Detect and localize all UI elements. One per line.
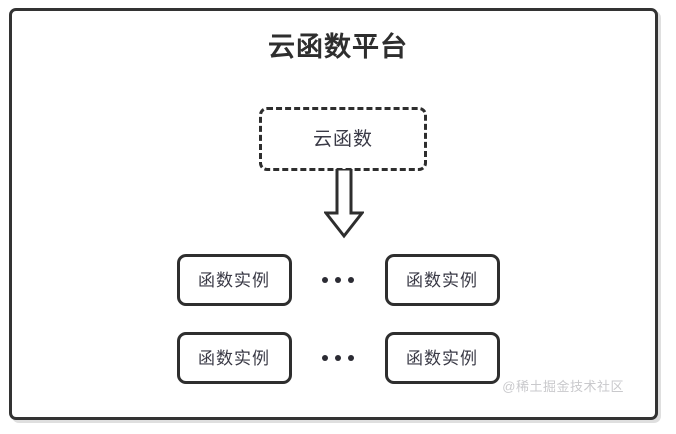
- function-instance-box[interactable]: 函数实例: [176, 254, 292, 306]
- function-instance-label: 函数实例: [198, 270, 270, 290]
- ellipsis-icon: [292, 254, 385, 306]
- ellipsis-dot: [348, 277, 354, 283]
- instance-row: 函数实例 函数实例: [0, 254, 676, 306]
- ellipsis-dot: [322, 277, 328, 283]
- cloud-function-label: 云函数: [312, 128, 373, 150]
- down-arrow-icon: [322, 167, 366, 239]
- watermark: @稀土掘金技术社区: [502, 379, 624, 394]
- function-instance-label: 函数实例: [406, 348, 478, 368]
- ellipsis-icon: [292, 332, 385, 384]
- cloud-function-node[interactable]: 云函数: [259, 107, 427, 171]
- instance-row: 函数实例 函数实例: [0, 332, 676, 384]
- function-instance-label: 函数实例: [198, 348, 270, 368]
- cloud-function-platform-frame: 云函数平台 云函数 函数实例 函数实例 函数实例: [9, 8, 658, 420]
- function-instance-box[interactable]: 函数实例: [384, 254, 500, 306]
- ellipsis-dot: [322, 355, 328, 361]
- page-title: 云函数平台: [268, 32, 408, 62]
- function-instance-label: 函数实例: [406, 270, 478, 290]
- ellipsis-dot: [348, 355, 354, 361]
- function-instance-box[interactable]: 函数实例: [384, 332, 500, 384]
- ellipsis-dot: [335, 277, 341, 283]
- ellipsis-dot: [335, 355, 341, 361]
- function-instance-box[interactable]: 函数实例: [176, 332, 292, 384]
